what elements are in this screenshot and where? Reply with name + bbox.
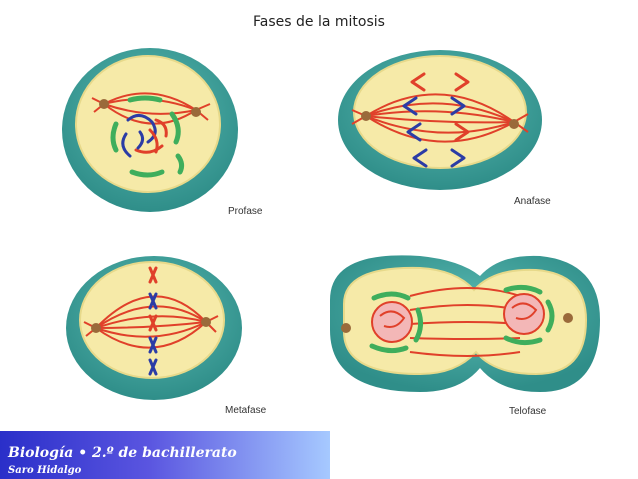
slide-title: Fases de la mitosis <box>253 14 385 30</box>
profase-cell <box>62 48 238 212</box>
course-title: Biología • 2.º de bachillerato <box>8 445 237 461</box>
footer-banner: Biología • 2.º de bachillerato Saro Hida… <box>0 431 330 479</box>
label-anafase: Anafase <box>514 196 551 207</box>
anafase-cell <box>338 50 542 190</box>
label-metafase: Metafase <box>225 405 267 416</box>
label-telofase: Telofase <box>509 406 547 417</box>
author-name: Saro Hidalgo <box>8 465 82 476</box>
telofase-cell <box>330 255 600 392</box>
metafase-cell <box>66 256 242 400</box>
label-profase: Profase <box>228 206 263 217</box>
